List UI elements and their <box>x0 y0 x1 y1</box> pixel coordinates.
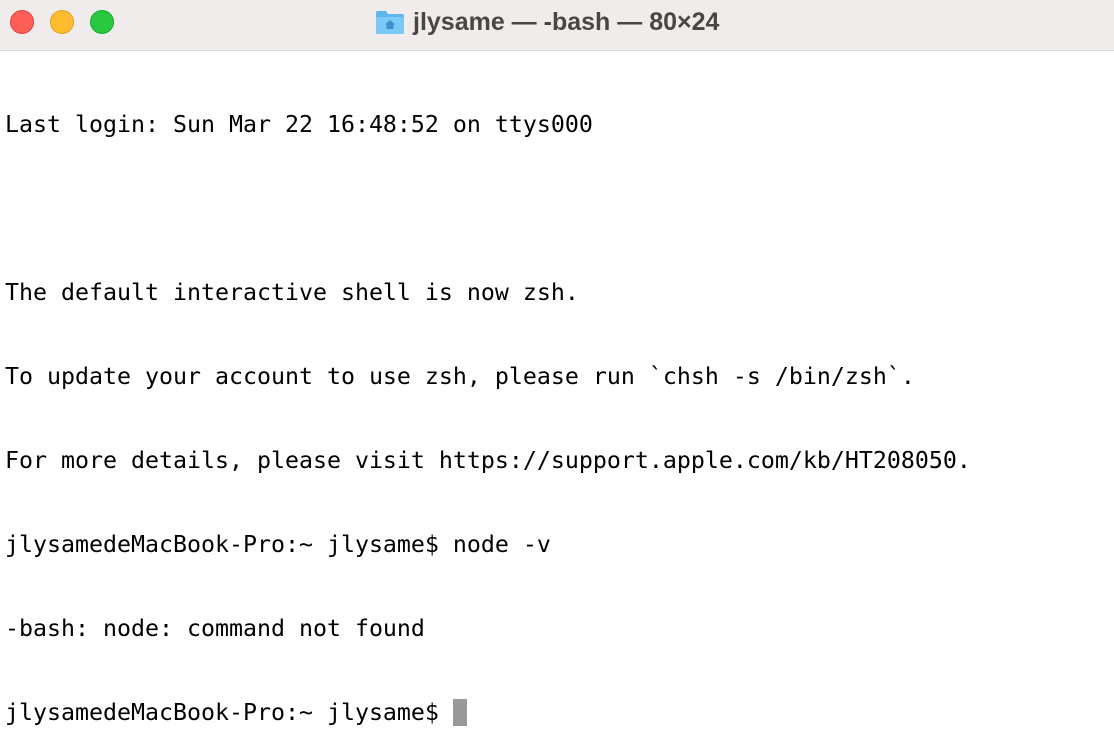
terminal-line: The default interactive shell is now zsh… <box>5 279 579 306</box>
terminal-line: To update your account to use zsh, pleas… <box>5 363 915 390</box>
terminal-line: -bash: node: command not found <box>5 615 425 642</box>
title-bar[interactable]: jlysame — -bash — 80×24 <box>0 0 1114 51</box>
text-cursor <box>452 699 467 726</box>
maximize-button[interactable] <box>90 10 114 34</box>
terminal-line: Last login: Sun Mar 22 16:48:52 on ttys0… <box>5 111 593 138</box>
terminal-line: For more details, please visit https://s… <box>5 447 971 474</box>
home-folder-icon <box>375 9 405 35</box>
prompt: jlysamedeMacBook-Pro:~ jlysame$ <box>5 699 453 726</box>
window-title: jlysame — -bash — 80×24 <box>375 6 719 38</box>
terminal-line: jlysamedeMacBook-Pro:~ jlysame$ node -v <box>5 531 551 558</box>
window-title-text: jlysame — -bash — 80×24 <box>413 7 720 36</box>
minimize-button[interactable] <box>50 10 74 34</box>
terminal-line <box>5 195 971 223</box>
terminal-output[interactable]: Last login: Sun Mar 22 16:48:52 on ttys0… <box>5 55 971 755</box>
prompt-line[interactable]: jlysamedeMacBook-Pro:~ jlysame$ <box>5 699 971 727</box>
close-button[interactable] <box>10 10 34 34</box>
